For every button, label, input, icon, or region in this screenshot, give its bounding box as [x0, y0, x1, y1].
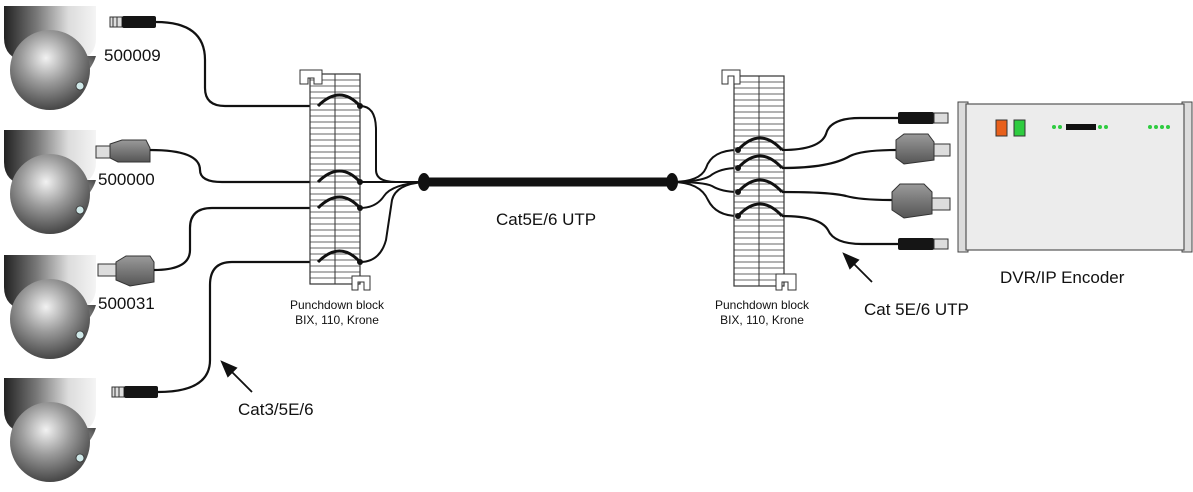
- camera-id-label: 500031: [98, 294, 155, 313]
- camera-id-label: 500009: [104, 46, 161, 65]
- arrow-icon: [220, 360, 253, 393]
- balun-icon: [891, 183, 951, 219]
- bnc-connector-icon: [109, 15, 157, 29]
- trunk-cable-label: Cat5E/6 UTP: [496, 210, 597, 229]
- camera-4: [3, 377, 97, 483]
- dvr-cables: [781, 116, 898, 246]
- punchdown-block-label-right: Punchdown block BIX, 110, Krone: [704, 298, 820, 328]
- camera-id-label: 500000: [98, 170, 155, 189]
- arrow-icon: [842, 252, 873, 283]
- camera-1: [3, 5, 97, 111]
- dvr-label: DVR/IP Encoder: [1000, 268, 1125, 287]
- bnc-connector-icon: [898, 238, 949, 250]
- punchdown-block-title: Punchdown block: [714, 298, 810, 312]
- balun-icon: [95, 139, 151, 163]
- punchdown-block-icon: [299, 69, 371, 291]
- right-block-terminals: [735, 147, 741, 219]
- punchdown-block-types: BIX, 110, Krone: [295, 313, 379, 327]
- right-block-jumpers: [736, 136, 784, 218]
- bnc-connector-icon: [898, 112, 949, 124]
- bnc-connector-icon: [111, 385, 159, 399]
- trunk-cable: [418, 173, 678, 191]
- camera-2: [3, 129, 97, 235]
- balun-icon: [895, 133, 951, 165]
- punchdown-block-label-left: Punchdown block BIX, 110, Krone: [282, 298, 392, 328]
- right-fanout: [671, 149, 739, 217]
- dvr-cable-label: Cat 5E/6 UTP: [864, 300, 969, 319]
- punchdown-block-title: Punchdown block: [289, 298, 385, 312]
- camera-3: [3, 254, 97, 360]
- camera-cables: [149, 20, 318, 394]
- left-fanout: [359, 105, 425, 263]
- dvr-unit-icon: [957, 101, 1193, 253]
- punchdown-block-types: BIX, 110, Krone: [720, 313, 804, 327]
- left-block-jumpers: [316, 93, 362, 264]
- camera-cable-label: Cat3/5E/6: [238, 400, 314, 419]
- balun-icon: [97, 255, 155, 287]
